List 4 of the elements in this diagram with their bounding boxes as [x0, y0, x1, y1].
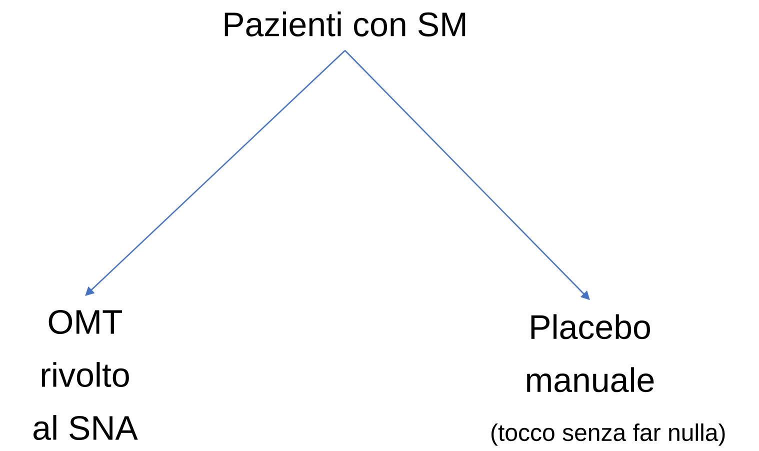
node-label: OMT rivolto al SNA — [34, 310, 138, 440]
node-label: Pazienti con SM — [224, 12, 466, 36]
arrow — [85, 50, 346, 296]
node-label: Placebo manuale (tocco senza far nulla) — [492, 314, 725, 446]
